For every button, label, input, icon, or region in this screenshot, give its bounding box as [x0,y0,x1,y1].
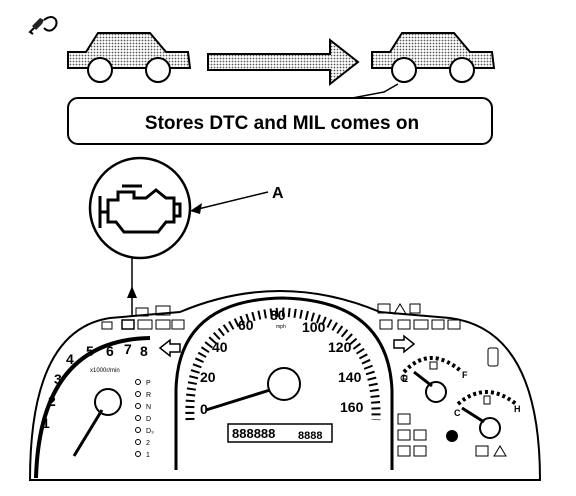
speed-label-100: 100 [302,319,326,335]
banner-text: Stores DTC and MIL comes on [145,113,419,134]
speed-label-120: 120 [328,339,352,355]
warning-light [379,319,393,330]
tach-label-5: 5 [86,343,94,359]
callout-leader [127,258,137,316]
turn-signal-left-icon [158,338,181,358]
fuel-full: F [462,370,468,380]
warning-light [447,319,461,330]
odometer-value: 888888 [232,426,275,441]
check-engine-lamp [121,319,135,330]
odometer-display [227,423,333,443]
reset-knob [446,430,458,442]
turn-signal-right-icon [393,334,416,354]
tach-needle [72,409,104,457]
car-left-icon [67,32,192,83]
left-warning-lights [101,305,185,358]
svg-text:R: R [146,392,151,399]
tach-label-3: 3 [54,371,62,387]
tach-unit: x1000r/min [90,368,120,374]
gear-item: P [135,379,151,387]
thermometer-icon [483,395,491,405]
key-icon [28,16,58,35]
gear-item: D [135,415,151,423]
bottom-right-lights [397,413,507,457]
svg-text:1: 1 [146,452,150,459]
tach-label-4: 4 [66,351,74,367]
svg-text:D: D [146,416,151,423]
svg-text:D₃: D₃ [146,428,154,435]
gear-indicator: P R N D D₃ 2 1 [135,379,154,459]
warning-light [101,321,113,330]
tach-label-2: 2 [48,393,56,409]
warning-light [137,319,153,330]
tachometer: 1 2 3 4 5 6 7 8 x1000r/min [34,336,151,479]
gear-item: D₃ [135,427,154,435]
speed-label-0: 0 [200,401,208,417]
speed-label-40: 40 [212,339,228,355]
warning-light [397,445,411,457]
warning-light [413,445,427,457]
warning-triangle-icon [493,445,507,457]
callout-a: A [190,185,284,214]
right-warning-lights [377,303,499,367]
speed-label-140: 140 [338,369,362,385]
temp-hot: H [514,404,521,414]
warning-light [409,303,421,314]
speed-label-60: 60 [238,317,254,333]
fuel-pump-icon [429,361,438,370]
warning-light [413,429,427,441]
speed-label-20: 20 [200,369,216,385]
warning-light [155,305,171,316]
gear-item: R [135,391,151,399]
svg-text:P: P [146,380,151,387]
temp-gauge: C H [454,390,521,439]
warning-light [397,429,411,441]
fuel-gauge: E F [400,356,468,403]
warning-light [155,319,171,330]
warning-light [397,319,411,330]
tach-label-8: 8 [140,343,148,359]
car-right-icon [371,32,496,83]
svg-text:2: 2 [146,440,150,447]
warning-light [475,445,489,457]
warning-light [171,319,185,330]
trip-value: 8888 [298,430,322,442]
svg-text:N: N [146,404,151,411]
warning-light [431,319,445,330]
mil-callout [88,156,192,260]
status-banner: Stores DTC and MIL comes on [67,97,493,145]
speed-label-80: 80 [270,307,286,323]
check-engine-icon [98,184,182,234]
tach-label-6: 6 [106,343,114,359]
warning-light [413,319,429,330]
warning-light [377,303,391,314]
warning-light [135,307,149,317]
speed-label-160: 160 [340,399,364,415]
tach-label-7: 7 [124,341,132,357]
speed-needle [205,388,271,412]
tach-label-1: 1 [42,415,50,431]
warning-light [397,413,411,425]
speedometer: 0 20 40 60 80 100 120 140 160 mph 888888… [174,296,394,470]
fuel-empty: E [402,374,408,384]
gear-item: 1 [135,451,150,459]
instrument-cluster: 1 2 3 4 5 6 7 8 x1000r/min P R N D D₃ 2 … [28,290,542,481]
gear-item: 2 [135,439,150,447]
temp-cold: C [454,408,461,418]
gear-item: N [135,403,151,411]
speed-unit: mph [276,324,286,330]
door-icon [487,347,499,367]
hazard-icon [393,303,407,315]
arrow-right-icon [207,37,360,87]
callout-a-label: A [272,185,284,202]
